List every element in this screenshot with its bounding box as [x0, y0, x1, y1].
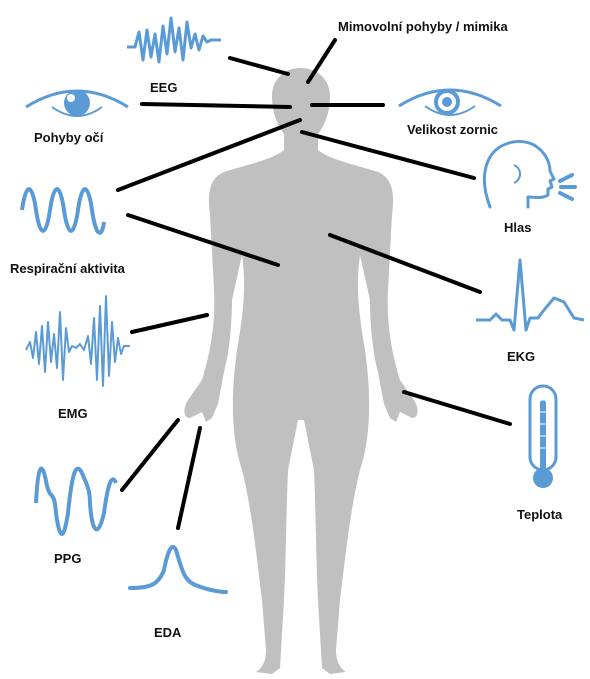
connector-teplota: [404, 392, 510, 424]
eye-icon-left: [22, 85, 132, 130]
connector-pohyby-oci: [142, 104, 290, 107]
sine-wave-icon: [18, 172, 108, 252]
emg-wave-icon: [24, 292, 132, 397]
connector-eda: [178, 428, 200, 528]
connector-ppg: [122, 420, 178, 490]
label-eda: EDA: [154, 626, 181, 639]
ecg-wave-icon: [474, 258, 586, 338]
label-ppg: PPG: [54, 552, 81, 565]
label-hlas: Hlas: [504, 221, 531, 234]
label-teplota: Teplota: [517, 508, 562, 521]
connector-mimika: [308, 40, 335, 82]
label-emg: EMG: [58, 407, 88, 420]
connector-eeg: [230, 58, 288, 74]
label-eeg: EEG: [150, 81, 177, 94]
eeg-wave-icon: [125, 12, 225, 72]
thermometer-icon: [524, 382, 564, 497]
speaking-head-icon: [478, 135, 583, 220]
ppg-wave-icon: [32, 453, 122, 548]
label-pohyby-oci: Pohyby očí: [34, 131, 103, 144]
label-mimika: Mimovolní pohyby / mimika: [338, 20, 508, 33]
label-respirace: Respirační aktivita: [10, 262, 125, 275]
connector-emg: [132, 315, 207, 332]
label-ekg: EKG: [507, 350, 535, 363]
eda-peak-icon: [128, 540, 228, 605]
